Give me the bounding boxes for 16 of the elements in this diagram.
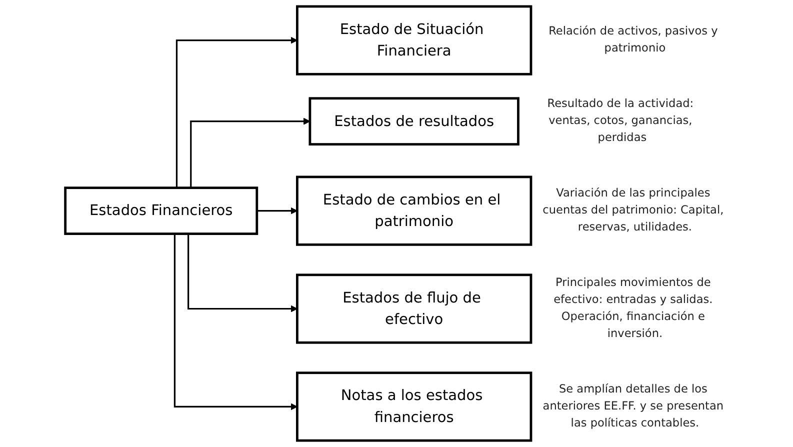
arrow [190, 118, 310, 188]
arrow [174, 234, 298, 410]
arrow [188, 234, 298, 312]
node-label: Relación de activos, pasivos y patrimonio [548, 24, 718, 55]
node-label: Se amplían detalles de los anteriores EE.FF. y se presentan las políticas contables. [542, 382, 724, 430]
arrow [256, 207, 298, 214]
arrow [176, 36, 298, 188]
node-label: Variación de las principales cuentas del patrimonio: Capital, reservas, utilidades. [542, 187, 724, 234]
node-box: Estado de Situación Financiera [296, 5, 532, 76]
node-label: Principales movimientos de efectivo: entradas y salidas. Operación, financiación e inversión. [554, 276, 713, 340]
node-box: Estados de flujo de efectivo [296, 274, 532, 344]
node-box: Estados Financieros [64, 186, 258, 235]
node-box: Estado de cambios en el patrimonio [296, 176, 532, 246]
node-box: Estados de resultados [308, 97, 520, 146]
node-box: Notas a los estados financieros [296, 372, 532, 442]
node-label: Resultado de la actividad: ventas, cotos, ganancias, perdidas [547, 98, 694, 144]
